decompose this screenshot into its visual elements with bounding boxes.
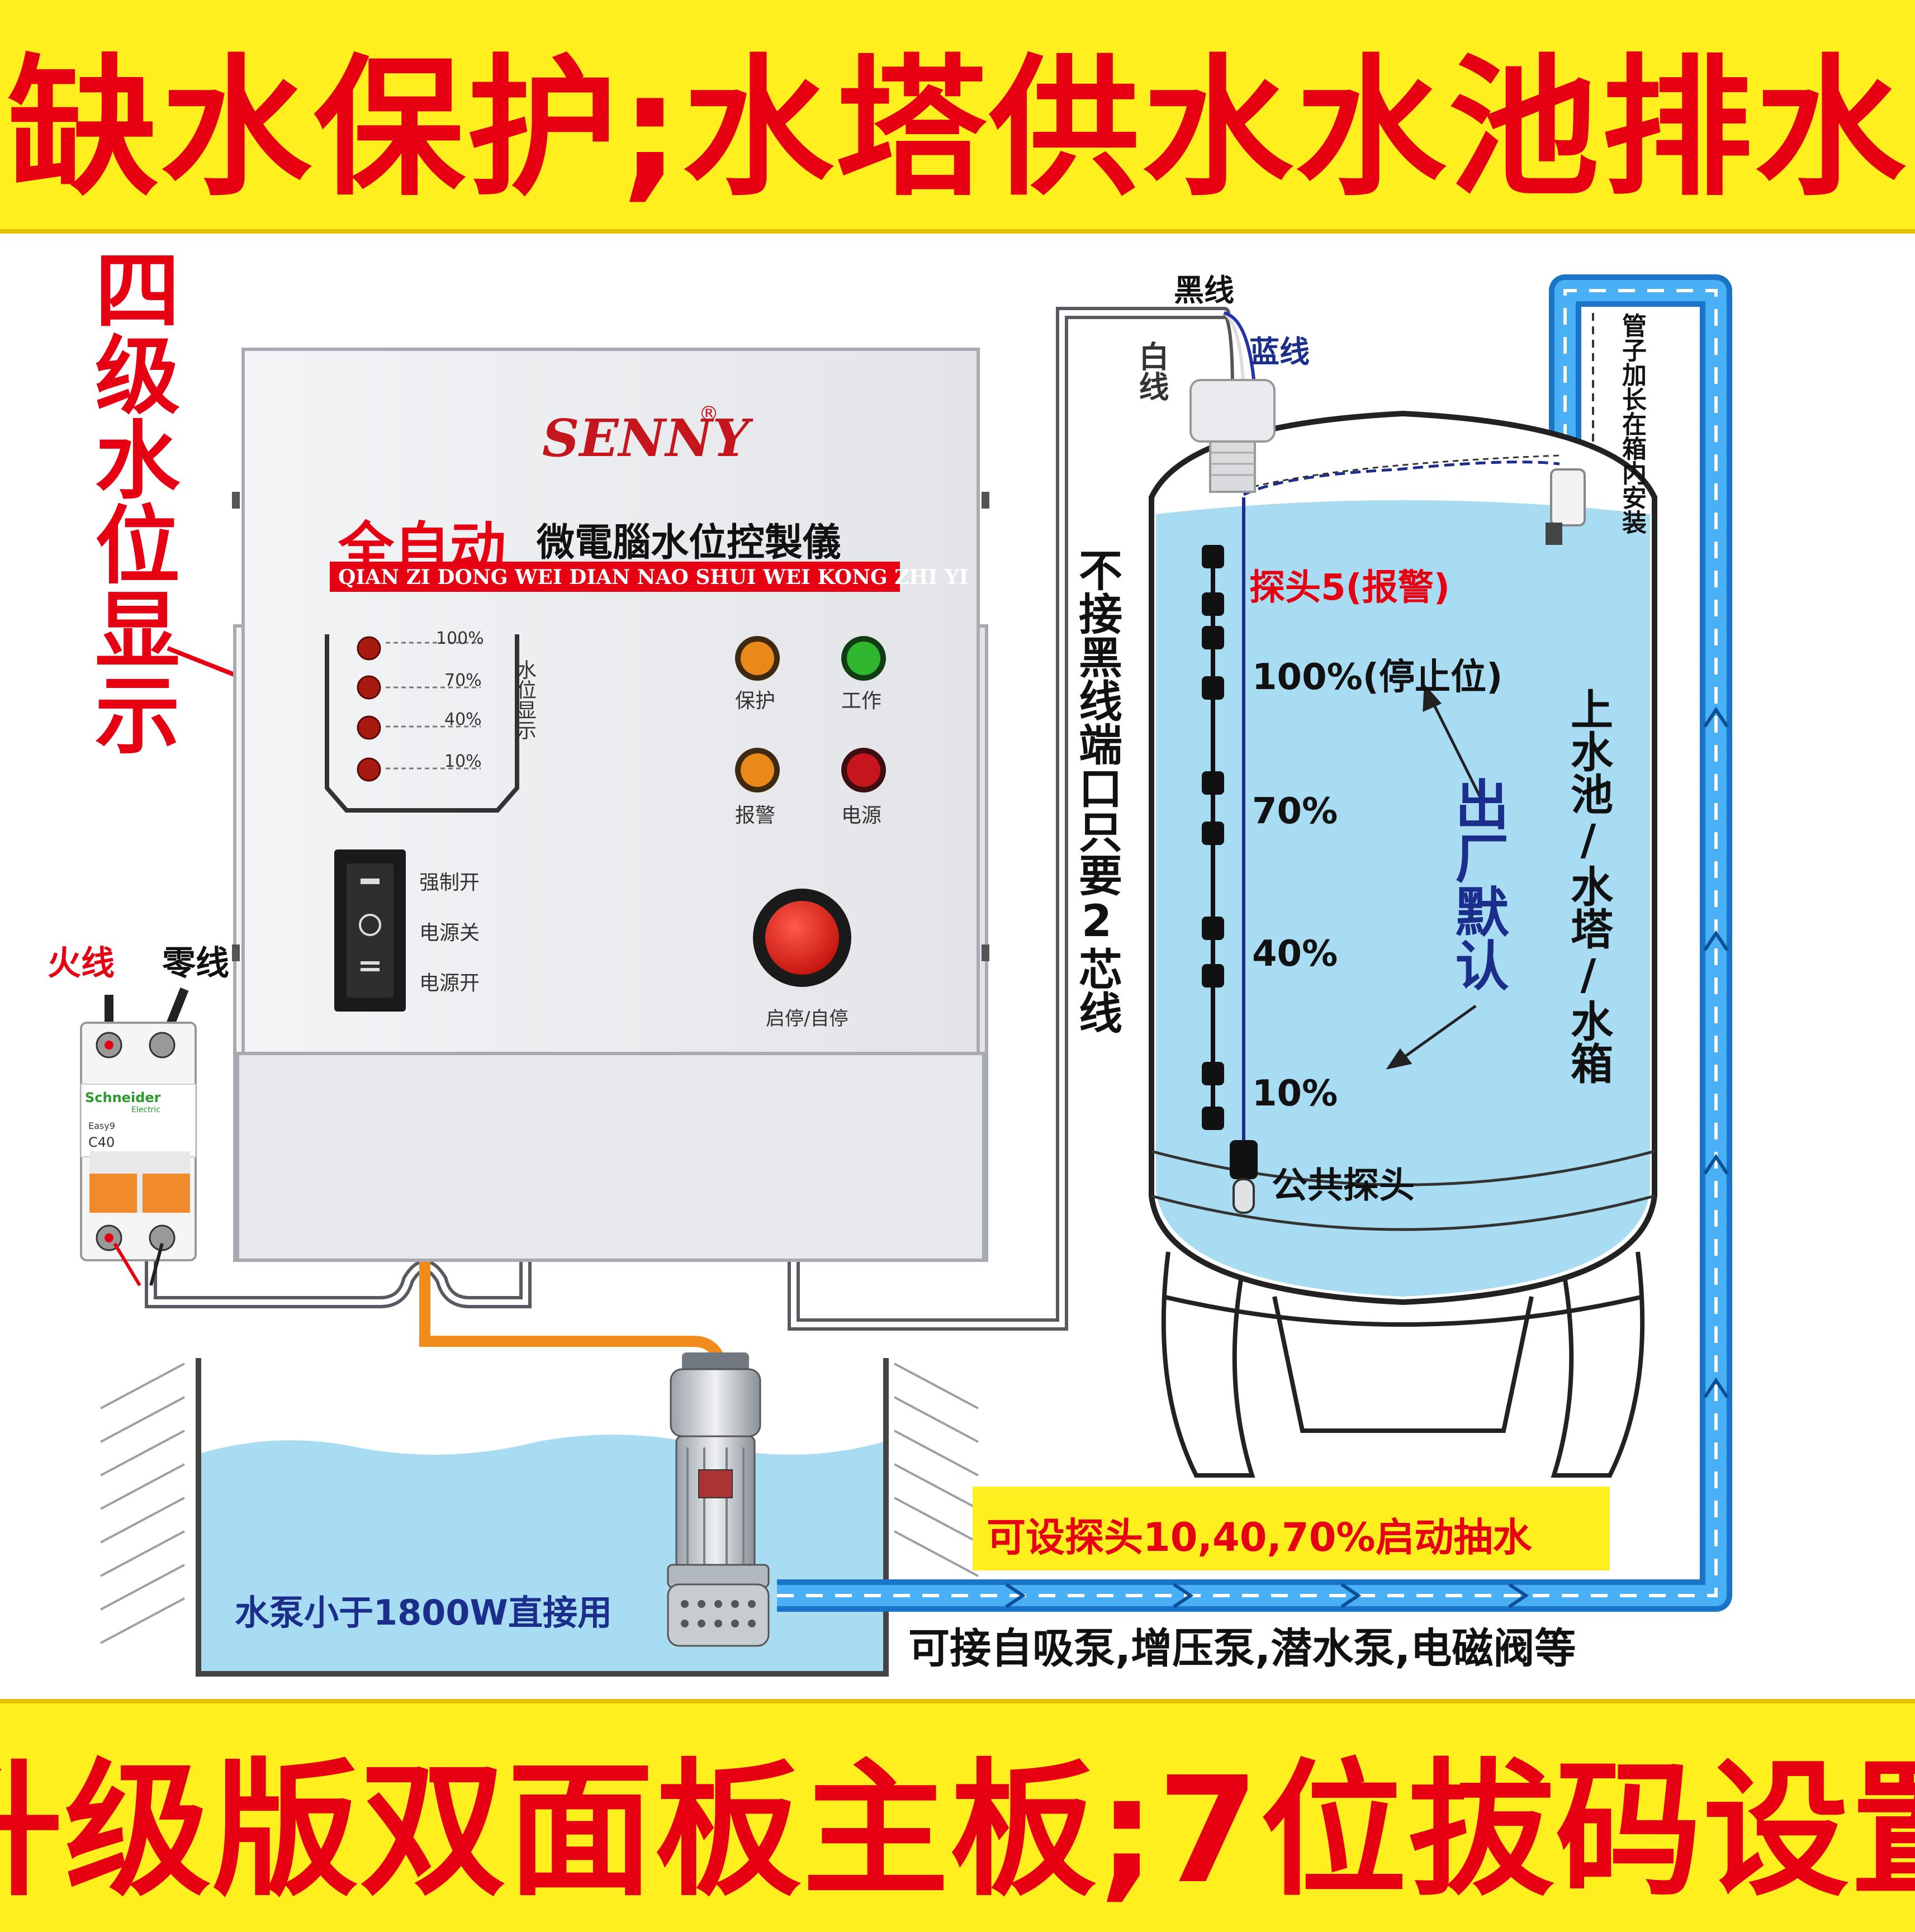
level-100-label: 100%(停止位)	[1252, 657, 1503, 698]
indicator-power-label: 电源	[841, 804, 882, 827]
pump-power-note: 水泵小于1800W直接用	[235, 1592, 612, 1633]
level-display-callout: 四级水位显示	[80, 246, 179, 756]
indicator-protect-label: 保护	[735, 690, 776, 713]
registered-mark: ®	[699, 402, 719, 425]
indicator-alarm-label: 报警	[735, 804, 776, 827]
indicator-lamps	[735, 636, 886, 792]
pump-cable	[419, 1257, 727, 1369]
pipe-inlet-fitting	[1546, 468, 1586, 545]
start-stop-label: 启停/自停	[766, 1008, 849, 1030]
level-mark-10: 10%	[444, 752, 482, 771]
black-wire-label: 黑线	[1174, 273, 1234, 308]
top-banner: 缺水保护;水塔供水水池排水	[0, 0, 1915, 234]
controller-box	[232, 348, 989, 1262]
compatible-note: 可接自吸泵,增压泵,潜水泵,电磁阀等	[908, 1625, 1576, 1673]
factory-default-label: 出厂默认	[1446, 777, 1509, 991]
white-wire-label: 白线	[1134, 341, 1169, 401]
common-probe-label: 公共探头	[1272, 1165, 1415, 1207]
level-display-label: 水位显示	[513, 659, 536, 740]
switch-label-power-on: 电源开	[419, 972, 480, 995]
live-wire-label: 火线	[48, 944, 115, 983]
level-40-label: 40%	[1252, 933, 1338, 975]
top-banner-title: 缺水保护;水塔供水水池排水	[7, 40, 1908, 216]
brand-logo: SENNY	[542, 408, 750, 468]
breaker-series: Easy9	[88, 1121, 115, 1131]
neutral-wire-label: 零线	[162, 944, 229, 983]
breaker-brand-sub: Electric	[131, 1105, 160, 1114]
water-tank	[1149, 410, 1657, 1478]
indicator-work-label: 工作	[841, 690, 882, 713]
blue-wire-label: 蓝线	[1249, 334, 1310, 369]
ground-hatch	[100, 1363, 979, 1644]
breaker-model: C40	[88, 1134, 115, 1150]
controller-pinyin: QIAN ZI DONG WEI DIAN NAO SHUI WEI KONG …	[338, 566, 969, 589]
controller-title-red: 全自动	[338, 516, 506, 581]
circuit-breaker	[80, 988, 197, 1287]
probe-head	[1189, 311, 1276, 493]
wire-note: 不接黑线端口只要2芯线	[1072, 548, 1122, 1034]
bottom-banner-title: 升级版双面板主板;7位拔码设置	[0, 1745, 1915, 1916]
level-mark-100: 100%	[436, 629, 484, 648]
pipe-note-arrow	[1586, 313, 1600, 464]
level-mark-70: 70%	[444, 671, 482, 690]
bottom-banner: 升级版双面板主板;7位拔码设置	[0, 1699, 1915, 1932]
outlet-pipe	[777, 274, 1732, 1612]
switch-label-force-on: 强制开	[419, 871, 480, 894]
default-arrows	[1386, 683, 1483, 1070]
submersible-pump	[667, 1352, 770, 1647]
probe-setting-note: 可设探头10,40,70%启动抽水	[987, 1515, 1532, 1560]
breaker-brand: Schneider	[85, 1090, 161, 1105]
probe-setting-note-bg	[973, 1487, 1610, 1570]
controller-title-black: 微電腦水位控製儀	[537, 520, 841, 565]
probe5-label: 探头5(报警)	[1249, 567, 1451, 609]
probe-rods	[1202, 497, 1258, 1214]
level-70-label: 70%	[1252, 791, 1338, 832]
level-10-label: 10%	[1252, 1073, 1338, 1114]
switch-label-power-off: 电源关	[419, 922, 480, 944]
tank-side-label: 上水池/水塔/水箱	[1563, 687, 1613, 1084]
pipe-note: 管子加长在箱内安装	[1618, 313, 1646, 534]
level-mark-40: 40%	[444, 710, 482, 729]
